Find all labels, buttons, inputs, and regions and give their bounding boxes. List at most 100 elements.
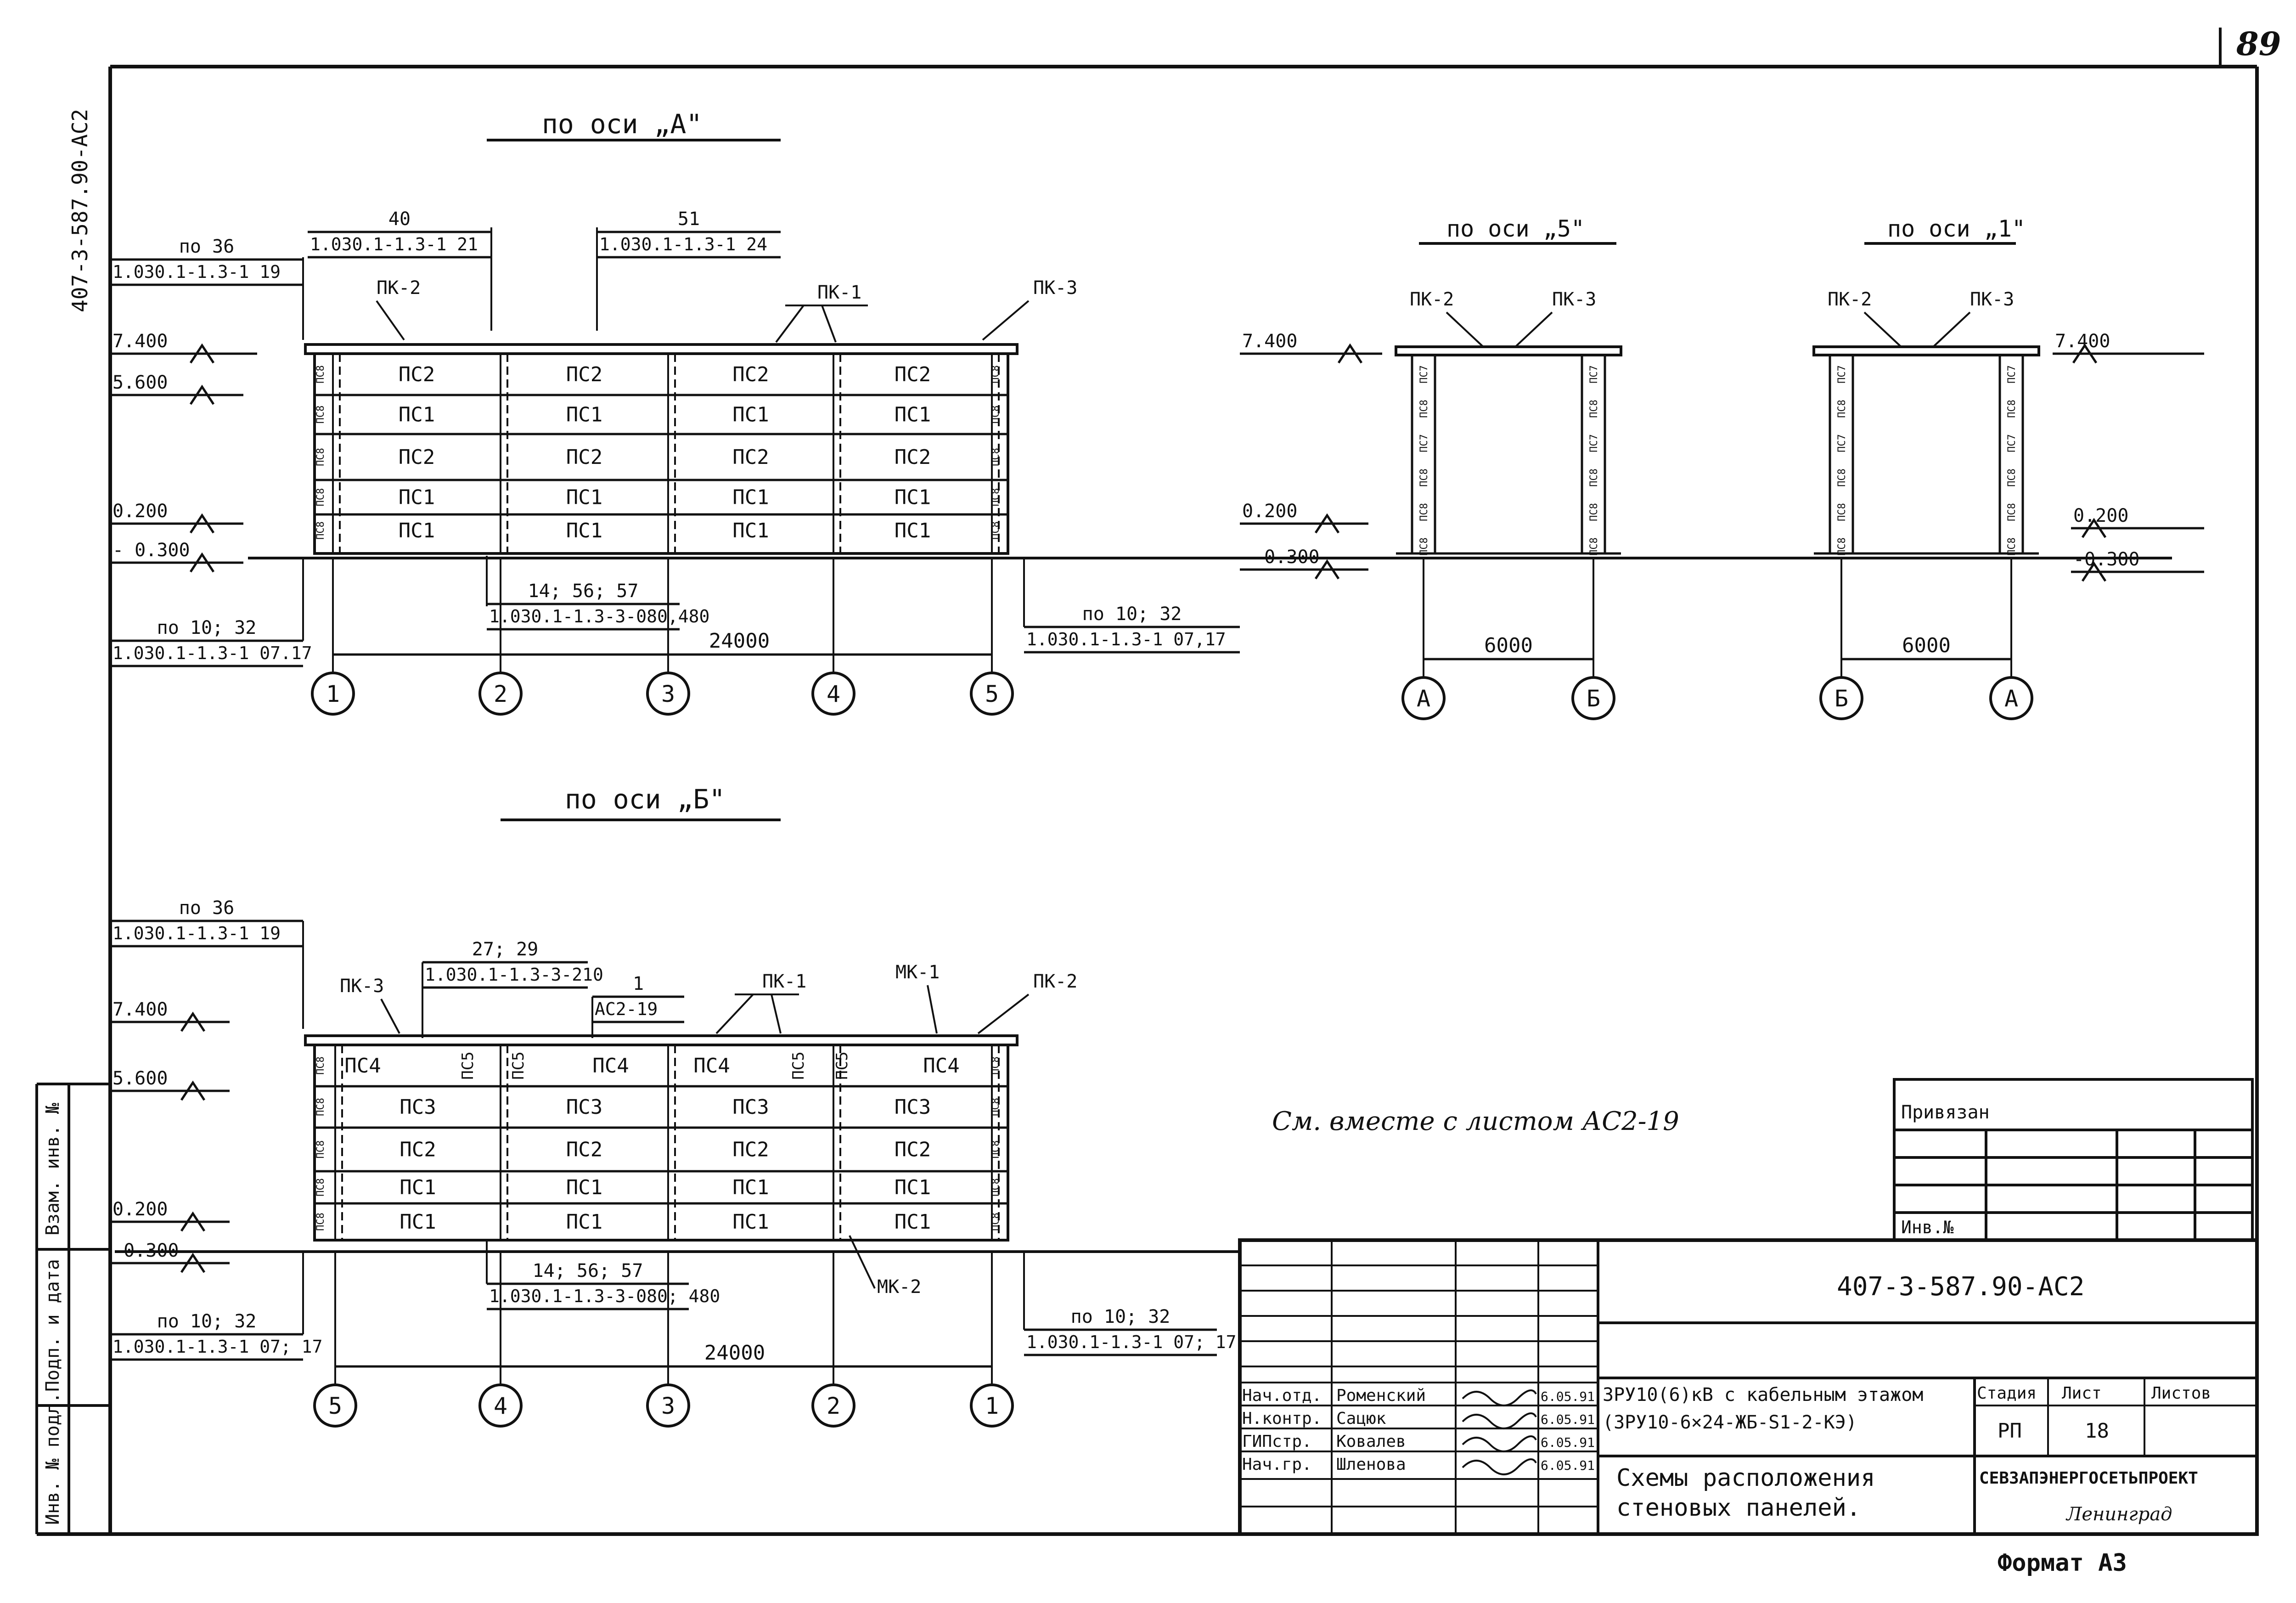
side-column-panel: ПС7	[2006, 365, 2018, 384]
pk1-leader-b	[771, 994, 782, 1034]
person-role: Н.контр.	[1242, 1409, 1322, 1428]
side-panel-label: ПС8	[990, 406, 1002, 424]
pk1-label: ПК-1	[762, 971, 806, 992]
title-block-code: 407-3-587.90-АС2	[1837, 1272, 2084, 1302]
axis-bubble-1-circle	[970, 1383, 1014, 1428]
panel-пс2: ПС2	[399, 363, 435, 386]
level-minus0300-value: - 0.300	[1242, 547, 1320, 568]
roof-slab	[1395, 345, 1622, 356]
side-panel-label: ПС8	[315, 1178, 326, 1197]
mk1-label: МК-1	[895, 962, 940, 983]
callout-middle-code: 1.030.1-1.3-3-080; 480	[489, 1286, 720, 1306]
sheet-header: Лист	[2062, 1384, 2102, 1403]
side-panel-label: ПС8	[990, 1056, 1002, 1075]
left-strip-label-3: Инв. № подл.	[42, 1392, 63, 1525]
side-panel-label: ПС8	[315, 1213, 326, 1231]
callout-left-code: 1.030.1-1.3-1 07; 17	[113, 1337, 323, 1357]
side-column-panel: ПС8	[2006, 503, 2018, 521]
sheets-header: Листов	[2151, 1384, 2211, 1403]
pk1-leader-a	[715, 993, 754, 1034]
side-column-panel: ПС8	[2006, 468, 2018, 487]
panel-пс1: ПС1	[399, 403, 435, 427]
note-see-with: См. вместе с листом АС2-19	[1272, 1106, 1679, 1136]
callout-left-num: по 10; 32	[157, 1311, 257, 1332]
pk2-leader	[376, 300, 405, 341]
person-role: ГИПстр.	[1242, 1432, 1312, 1451]
panel-пс2: ПС2	[895, 1138, 931, 1162]
panel-пс2: ПС2	[399, 446, 435, 469]
side-panel-label: ПС8	[315, 521, 326, 540]
callout-51-num: 51	[678, 209, 700, 230]
stamp-inv: Инв.№	[1901, 1217, 1954, 1237]
stamp-label: Привязан	[1901, 1102, 1990, 1123]
level-minus0300-marker	[2081, 561, 2107, 582]
panel-пс2: ПС2	[566, 363, 602, 386]
callout-left-num: по 10; 32	[157, 617, 257, 638]
level-0200-value: 0.200	[113, 501, 168, 522]
pk2-leader	[977, 993, 1030, 1034]
pk1-label: ПК-1	[817, 282, 861, 303]
dimension-24000: 24000	[704, 1341, 765, 1365]
panel-пс1: ПС1	[399, 486, 435, 509]
pk2-leader	[1863, 311, 1902, 348]
person-date: 6.05.91	[1541, 1435, 1595, 1450]
side-column-panel: ПС8	[1418, 400, 1430, 418]
callout-right-num: по 10; 32	[1071, 1306, 1171, 1327]
person-date: 6.05.91	[1541, 1458, 1595, 1473]
pk2-label: ПК-2	[1033, 971, 1077, 992]
pk3-leader	[380, 999, 400, 1034]
axis-bubble-1-label: 1	[326, 681, 340, 707]
side-column-panel: ПС8	[1836, 468, 1848, 487]
side-panel-label: ПС8	[315, 406, 326, 424]
panel-пс1: ПС1	[732, 403, 769, 427]
axis-bubble-4-label: 4	[827, 681, 840, 707]
panel-пс1: ПС1	[566, 519, 602, 542]
side-panel-label: ПС8	[315, 448, 326, 466]
callout-right-code: 1.030.1-1.3-1 07; 17	[1026, 1332, 1237, 1352]
side-column-panel: ПС7	[1588, 434, 1600, 452]
pk3-label: ПК-3	[1970, 289, 2014, 310]
side-column-panel: ПС8	[1836, 503, 1848, 521]
pk2-leader	[1446, 311, 1484, 348]
callout-27-code: 1.030.1-1.3-3-210	[425, 965, 603, 985]
level-0200-value: 0.200	[2073, 505, 2128, 526]
dimension-6000: 6000	[1484, 634, 1533, 657]
side-column-panel: ПС7	[1836, 365, 1848, 384]
callout-middle-num: 14; 56; 57	[533, 1260, 643, 1281]
level-7400-value: 7.400	[113, 999, 168, 1020]
level-minus0300-marker	[189, 552, 215, 573]
side-panel-label: ПС8	[990, 488, 1002, 507]
side-column-panel: ПС7	[1588, 365, 1600, 384]
panel-пс1: ПС1	[895, 403, 931, 427]
axis-bubble-1-label: 1	[985, 1393, 999, 1419]
callout-middle-code: 1.030.1-1.3-3-080,480	[489, 606, 709, 627]
side-column-panel: ПС8	[1588, 468, 1600, 487]
person-name: Шленова	[1336, 1455, 1406, 1474]
level-0200-value: 0.200	[1242, 501, 1297, 522]
pk2-label: ПК-2	[1828, 289, 1872, 310]
person-signature	[1462, 1458, 1537, 1475]
axis-bubble-Б-label: Б	[1587, 685, 1600, 712]
mk1-leader	[927, 985, 938, 1034]
axis-bubble-А-label: А	[1417, 685, 1430, 712]
axis-bubble-3-label: 3	[661, 681, 675, 707]
side-panel-label: ПС8	[315, 488, 326, 507]
axis-bubble-5-label: 5	[328, 1393, 342, 1419]
roof-slab	[1812, 345, 2040, 356]
axis-bubble-5-circle	[970, 672, 1014, 716]
level-0200-marker	[189, 513, 215, 534]
panel-пс1: ПС1	[895, 1210, 931, 1234]
dimension-6000: 6000	[1902, 634, 1951, 657]
level-0200-marker	[180, 1211, 206, 1232]
stage-header: Стадия	[1977, 1384, 2037, 1403]
axis-bubble-А-circle	[1989, 676, 2033, 720]
side-column	[1581, 354, 1606, 555]
mk2-leader	[849, 1235, 876, 1289]
panel-пс3: ПС3	[895, 1095, 931, 1119]
side-code: 407-3-587.90-AC2	[68, 109, 92, 312]
callout-36-code: 1.030.1-1.3-1 19	[113, 923, 281, 943]
panel-пс2: ПС2	[566, 1138, 602, 1162]
section-axis-1: ПС7ПС8ПС7ПС8ПС8ПС8ПС7ПС8ПС7ПС8ПС8ПС87.40…	[1658, 289, 2204, 720]
